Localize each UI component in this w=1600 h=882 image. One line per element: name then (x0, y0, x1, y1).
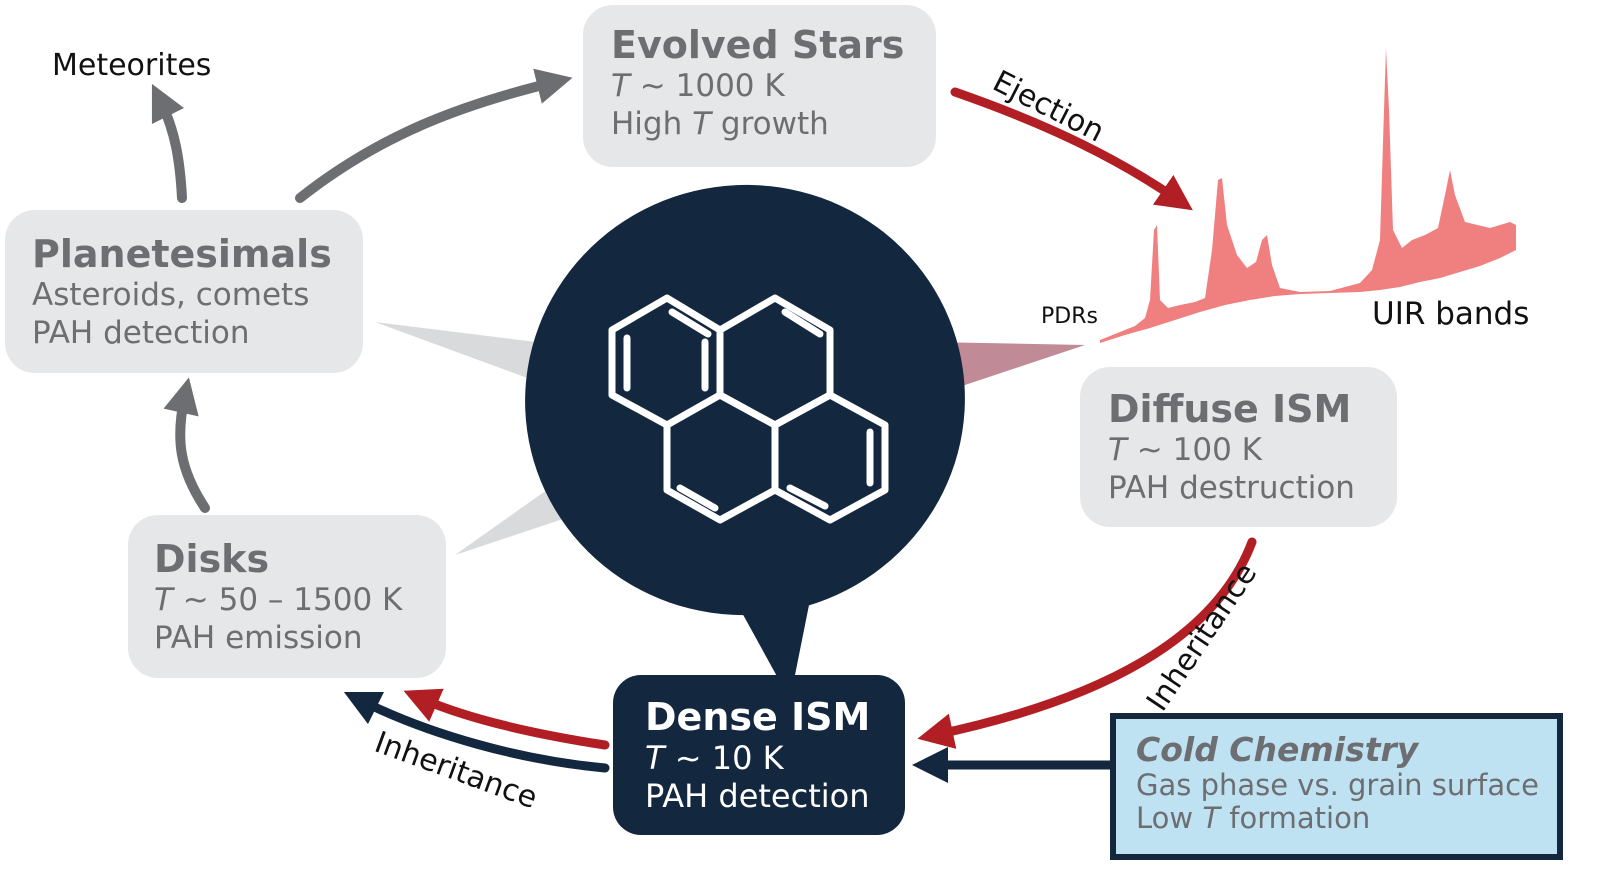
arrow-ejection (950, 87, 1193, 211)
planetesimals-line1: Asteroids, comets (32, 277, 310, 313)
cold-chemistry-line1: Gas phase vs. grain surface (1136, 768, 1539, 802)
dense-ism-temperature: T ~ 10 K (645, 739, 784, 777)
dense-ism-title: Dense ISM (645, 695, 871, 739)
disks-line2: PAH emission (154, 620, 363, 656)
arrow-dense-to-disks-red (403, 688, 610, 750)
planetesimals-node: Planetesimals Asteroids, comets PAH dete… (5, 210, 363, 373)
diffuse-ism-node: Diffuse ISM T ~ 100 K PAH destruction (1080, 367, 1397, 527)
arrow-diffuse-to-dense (917, 537, 1257, 749)
pdrs-pointer (930, 342, 1085, 395)
dense-ism-node: Dense ISM T ~ 10 K PAH detection (613, 675, 905, 835)
diffuse-ism-line2: PAH destruction (1108, 470, 1355, 506)
disks-node: Disks T ~ 50 – 1500 K PAH emission (128, 515, 446, 678)
pdrs-label: PDRs (1041, 304, 1098, 329)
arrow-planetesimals-to-evolved-stars (295, 68, 573, 203)
cold-chemistry-title: Cold Chemistry (1136, 730, 1419, 769)
arrow-planetesimals-to-meteorites (151, 83, 187, 203)
cold-chemistry-line2: Low T formation (1136, 801, 1371, 835)
diffuse-ism-temperature: T ~ 100 K (1108, 432, 1262, 468)
planetesimals-pointer (375, 322, 560, 390)
planetesimals-line2: PAH detection (32, 315, 250, 351)
molecule-bubble-body (525, 184, 965, 616)
disks-title: Disks (154, 537, 270, 581)
disks-temperature: T ~ 50 – 1500 K (154, 582, 403, 618)
evolved-stars-title: Evolved Stars (611, 23, 905, 67)
pyrene-molecule-icon (608, 294, 889, 524)
planetesimals-title: Planetesimals (32, 232, 332, 276)
dense-ism-line2: PAH detection (645, 777, 870, 815)
arrow-disks-to-planetesimals (163, 377, 210, 513)
evolved-stars-temperature: T ~ 1000 K (611, 68, 785, 104)
uir-spectrum (1100, 48, 1516, 343)
evolved-stars-node: Evolved Stars T ~ 1000 K High T growth (583, 5, 936, 167)
uir-bands-label: UIR bands (1372, 296, 1530, 332)
evolved-stars-growth: High T growth (611, 106, 829, 142)
cold-chemistry-node: Cold Chemistry Gas phase vs. grain surfa… (1110, 713, 1563, 860)
arrow-dense-to-disks-navy (343, 691, 610, 773)
diffuse-ism-title: Diffuse ISM (1108, 387, 1352, 431)
meteorites-label: Meteorites (52, 48, 212, 83)
